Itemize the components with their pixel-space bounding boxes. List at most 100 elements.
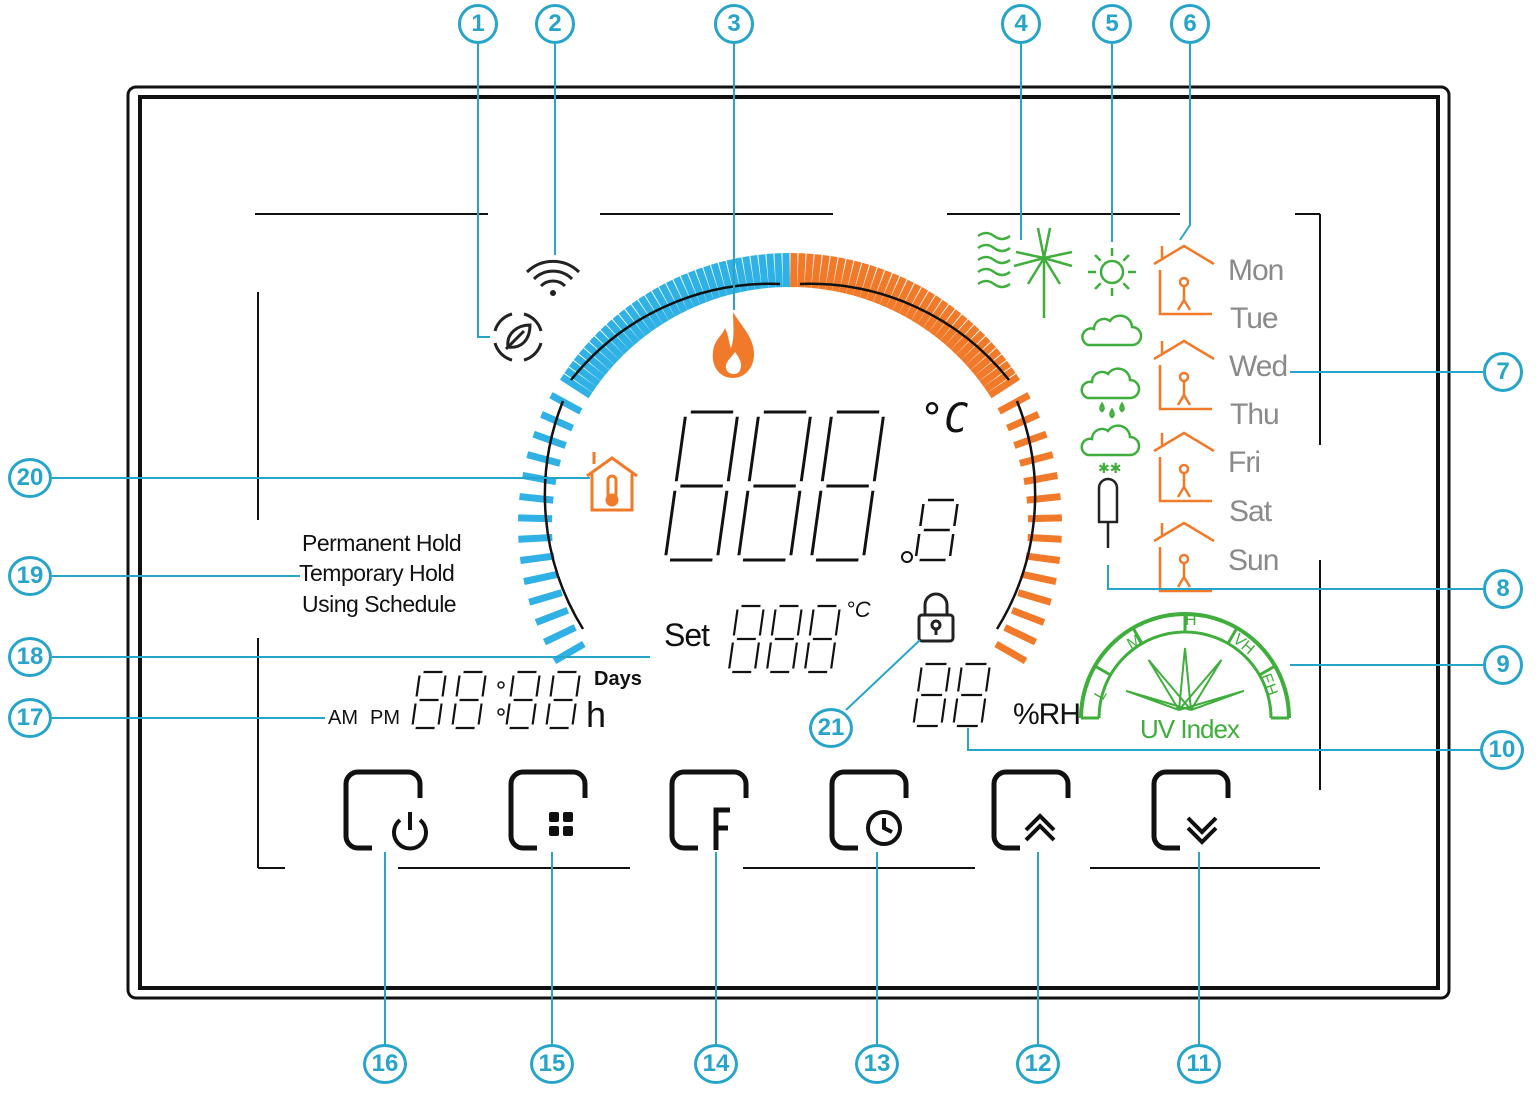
scale-tick — [970, 348, 1002, 376]
power-button[interactable] — [342, 768, 428, 854]
scale-tick — [644, 291, 669, 324]
scale-tick — [519, 493, 554, 504]
segment — [948, 534, 955, 556]
humidity-unit: %RH — [1013, 698, 1081, 731]
callout-5: 5 — [1092, 4, 1132, 44]
scale-tick — [638, 295, 663, 328]
day-mon: Mon — [1228, 254, 1284, 287]
scale-tick — [526, 451, 562, 467]
scale-tick — [1023, 471, 1059, 486]
segment — [477, 703, 483, 725]
callout-21: 21 — [809, 708, 853, 748]
temperature-unit: °C — [920, 396, 969, 442]
clock-digits — [411, 670, 581, 730]
temperature-digit — [810, 410, 885, 562]
down-button[interactable] — [1150, 768, 1236, 854]
uv-index-gauge — [1079, 612, 1291, 720]
humidity-digit — [912, 662, 951, 728]
schedule-button[interactable] — [828, 768, 914, 854]
scale-tick — [905, 287, 929, 321]
segment — [957, 667, 963, 692]
scale-tick — [879, 273, 900, 308]
callout-16: 16 — [363, 1044, 407, 1084]
day-wed: Wed — [1229, 350, 1288, 383]
segment — [455, 675, 461, 697]
callout-6: 6 — [1170, 4, 1210, 44]
period-house-icon — [1153, 431, 1215, 503]
callout-11: 11 — [1177, 1044, 1221, 1084]
uv-level-h: H — [1185, 612, 1197, 629]
clock-icon — [866, 810, 902, 846]
scale-tick — [898, 283, 922, 317]
segment — [912, 698, 919, 723]
scale-tick — [564, 367, 597, 393]
scale-tick — [852, 262, 870, 298]
outdoor-sensor-icon — [1097, 477, 1119, 548]
sun-ray — [1094, 254, 1102, 262]
scale-tick — [911, 291, 936, 324]
scale-tick — [666, 279, 688, 314]
segment — [545, 703, 551, 725]
scale-tick — [797, 253, 806, 288]
scale-tick — [569, 360, 601, 387]
callout-8: 8 — [1483, 569, 1523, 609]
segment — [509, 675, 515, 697]
segment — [535, 675, 541, 697]
segment — [505, 703, 511, 725]
set-temperature-digits — [728, 604, 841, 674]
scale-tick — [804, 253, 814, 288]
segment — [980, 698, 987, 723]
fan-button[interactable] — [668, 768, 754, 854]
scale-tick — [589, 336, 619, 365]
scale-tick — [1003, 624, 1038, 646]
scale-tick — [606, 319, 635, 350]
period-house-icon — [1153, 244, 1215, 316]
schedule-period-icons — [1153, 244, 1215, 593]
scale-tick — [846, 260, 862, 296]
segment — [726, 416, 739, 482]
scale-tick — [965, 342, 997, 370]
rain-icon — [1080, 367, 1141, 419]
sun-ray — [1122, 254, 1130, 262]
segment — [437, 703, 443, 725]
callout-2: 2 — [535, 4, 575, 44]
letter-f-icon — [713, 807, 730, 850]
segment — [766, 642, 772, 669]
temperature-scale-arc — [518, 252, 1062, 665]
scale-tick — [1017, 589, 1052, 606]
scale-tick — [573, 354, 605, 381]
callout-3: 3 — [714, 4, 754, 44]
scale-tick — [782, 252, 790, 288]
callout-18: 18 — [8, 637, 52, 677]
segment — [716, 490, 729, 556]
callout-19: 19 — [8, 556, 52, 596]
day-fri: Fri — [1228, 446, 1261, 479]
mode-button[interactable] — [507, 768, 593, 854]
temporary-hold-label: Temporary Hold — [299, 560, 455, 586]
up-button[interactable] — [990, 768, 1076, 854]
segment — [862, 490, 875, 556]
segment — [919, 504, 925, 526]
segment — [799, 416, 812, 482]
callout-14: 14 — [694, 1044, 738, 1084]
segment — [674, 416, 687, 482]
segment — [575, 675, 581, 697]
scale-tick — [680, 273, 701, 308]
segment — [664, 490, 677, 556]
set-temperature-unit: °C — [846, 597, 871, 622]
set-digit — [804, 604, 841, 674]
callout-20: 20 — [8, 458, 52, 498]
day-sun: Sun — [1228, 544, 1279, 577]
scale-tick — [519, 552, 555, 564]
scale-tick — [651, 287, 675, 321]
scale-tick — [839, 258, 854, 294]
wifi-icon — [525, 259, 581, 296]
day-tue: Tue — [1230, 302, 1279, 335]
segment — [820, 416, 833, 482]
scale-tick — [859, 265, 877, 300]
scale-tick — [542, 624, 577, 646]
set-digit — [728, 604, 765, 674]
scale-tick — [583, 342, 615, 370]
scale-tick — [766, 253, 776, 288]
